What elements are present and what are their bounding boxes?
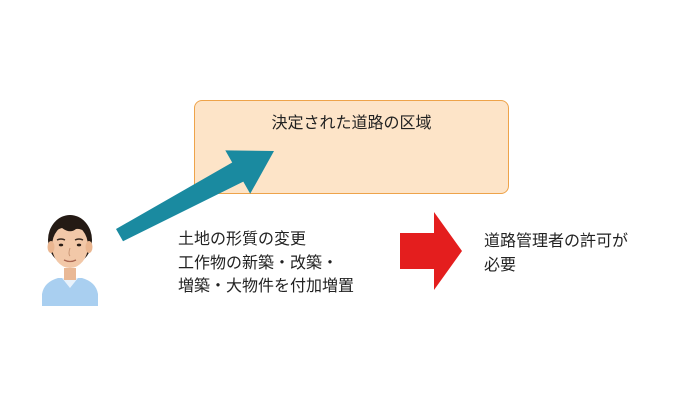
permit-line: 道路管理者の許可が <box>484 231 629 250</box>
road-area-label: 決定された道路の区域 <box>271 113 432 132</box>
action-description: 土地の形質の変更 工作物の新築・改築・ 増築・大物件を付加増置 <box>178 227 354 298</box>
right-arrow-icon <box>400 212 462 290</box>
action-line: 土地の形質の変更 <box>178 229 307 248</box>
action-line: 工作物の新築・改築・ <box>178 252 339 272</box>
diagonal-arrow-icon <box>116 150 274 242</box>
permit-requirement: 道路管理者の許可が 必要 <box>484 229 628 276</box>
permit-line: 必要 <box>484 254 517 274</box>
person-icon <box>42 215 98 306</box>
action-line: 増築・大物件を付加増置 <box>178 276 355 295</box>
